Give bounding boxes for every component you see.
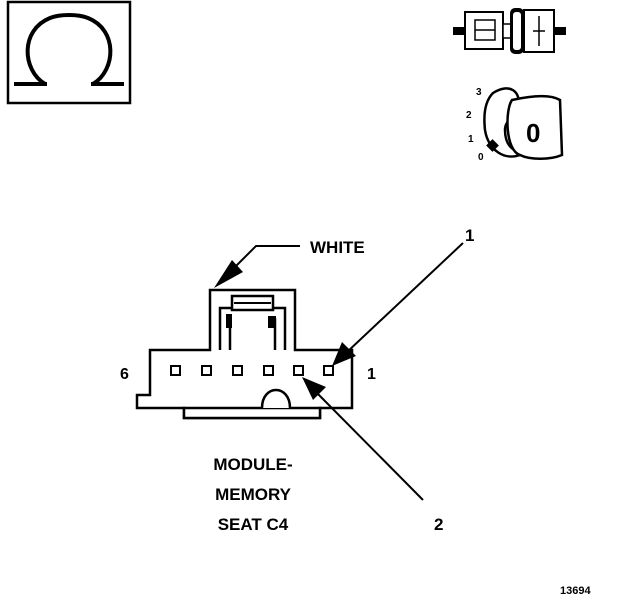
key-label: 0 <box>526 118 540 148</box>
pin-cavity-2 <box>293 365 304 376</box>
pin-cavities <box>170 365 334 376</box>
pin-cavity-6 <box>170 365 181 376</box>
connector-test-icon <box>453 8 566 54</box>
key-position-3: 3 <box>476 87 482 98</box>
connector-title: MODULE- MEMORY SEAT C4 <box>213 455 292 534</box>
ignition-key-icon: 3 2 1 0 0 <box>466 87 564 163</box>
pin-cavity-5 <box>201 365 212 376</box>
key-position-2: 2 <box>466 110 472 121</box>
pin-cavity-3 <box>263 365 274 376</box>
connector-body <box>135 288 354 420</box>
callout-2-arrow <box>302 377 424 501</box>
title-line-1: MODULE- <box>213 455 292 474</box>
white-leader-arrow <box>214 245 300 288</box>
callout-2-label: 2 <box>434 515 443 534</box>
key-position-1: 1 <box>468 134 474 145</box>
title-line-3: SEAT C4 <box>218 515 289 534</box>
pin-label-left: 6 <box>120 366 129 383</box>
title-line-2: MEMORY <box>215 485 292 504</box>
ohm-symbol-icon <box>6 0 132 105</box>
pin-cavity-4 <box>232 365 243 376</box>
callout-1-label: 1 <box>465 226 474 245</box>
figure-number: 13694 <box>560 585 591 597</box>
pin-cavity-1 <box>323 365 334 376</box>
pin-label-right: 1 <box>367 366 376 383</box>
key-position-0: 0 <box>478 152 484 163</box>
color-label: WHITE <box>310 238 365 257</box>
callout-1-arrow <box>332 242 464 366</box>
